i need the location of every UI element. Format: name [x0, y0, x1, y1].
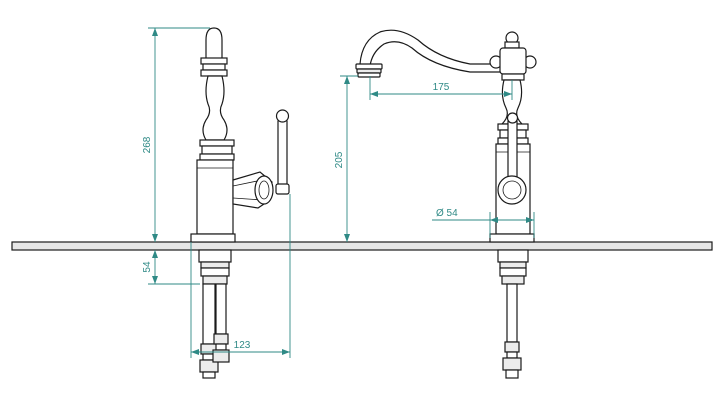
dim-spout-reach: 175 [433, 82, 450, 93]
countertop [11, 241, 713, 251]
dim-overall-height: 268 [142, 136, 153, 153]
dim-base-diameter: Ø 54 [436, 208, 458, 219]
dim-spout-height: 205 [334, 151, 345, 168]
dim-lever-offset: 123 [234, 340, 251, 351]
faucet-side-view [190, 27, 290, 379]
dim-below-counter: 54 [142, 261, 153, 273]
dimension-lines: 268 54 205 175 Ø 54 123 [142, 27, 535, 358]
faucet-front-view [355, 29, 537, 379]
